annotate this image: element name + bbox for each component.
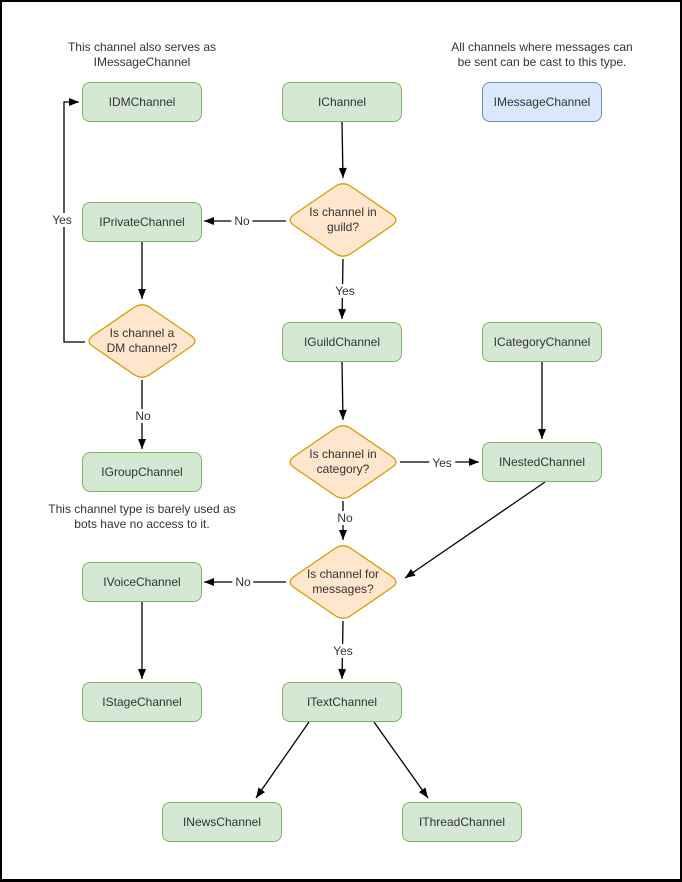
node-iguildchannel: IGuildChannel bbox=[282, 322, 402, 362]
edge-label-guild-no: No bbox=[231, 214, 253, 228]
node-igroupchannel-label: IGroupChannel bbox=[101, 465, 183, 479]
edge-label-messages-no: No bbox=[232, 575, 254, 589]
edge-label-dm-yes: Yes bbox=[49, 213, 75, 227]
node-imessagechannel-label: IMessageChannel bbox=[493, 95, 591, 109]
edge-label-category-yes: Yes bbox=[429, 456, 455, 470]
node-ivoicechannel: IVoiceChannel bbox=[82, 562, 202, 602]
node-iprivatechannel-label: IPrivateChannel bbox=[99, 215, 185, 229]
node-icategorychannel: ICategoryChannel bbox=[482, 322, 602, 362]
node-iprivatechannel: IPrivateChannel bbox=[82, 202, 202, 242]
node-imessagechannel: IMessageChannel bbox=[482, 82, 602, 122]
node-inestedchannel: INestedChannel bbox=[482, 442, 602, 482]
decision-in-guild-label: Is channel in guild? bbox=[309, 205, 377, 234]
node-ithreadchannel: IThreadChannel bbox=[402, 802, 522, 842]
note-group-channel: This channel type is barely used as bots… bbox=[48, 502, 236, 531]
edge-itextchannel-to-inewschannel bbox=[255, 721, 310, 799]
node-idmchannel-label: IDMChannel bbox=[108, 95, 176, 109]
node-icategorychannel-label: ICategoryChannel bbox=[493, 335, 591, 349]
node-istagechannel-label: IStageChannel bbox=[102, 695, 182, 709]
node-idmchannel: IDMChannel bbox=[82, 82, 202, 122]
node-inewschannel: INewsChannel bbox=[162, 802, 282, 842]
node-inewschannel-label: INewsChannel bbox=[182, 815, 262, 829]
node-inestedchannel-label: INestedChannel bbox=[498, 455, 586, 469]
edge-label-messages-yes: Yes bbox=[330, 644, 356, 658]
edge-inestedchannel-to-messages-decision bbox=[404, 481, 546, 579]
decision-in-category-label: Is channel in category? bbox=[309, 447, 377, 476]
edge-label-dm-no: No bbox=[132, 409, 154, 423]
edge-label-guild-yes: Yes bbox=[332, 284, 358, 298]
node-igroupchannel: IGroupChannel bbox=[82, 452, 202, 492]
edge-ichannel-to-guild-decision bbox=[338, 121, 347, 179]
note-message-channel: All channels where messages can be sent … bbox=[451, 40, 633, 69]
node-ithreadchannel-label: IThreadChannel bbox=[418, 815, 506, 829]
decision-is-dm-label: Is channel a DM channel? bbox=[106, 326, 178, 355]
node-itextchannel-label: ITextChannel bbox=[306, 695, 378, 709]
node-istagechannel: IStageChannel bbox=[82, 682, 202, 722]
node-iguildchannel-label: IGuildChannel bbox=[303, 335, 381, 349]
node-ivoicechannel-label: IVoiceChannel bbox=[103, 575, 181, 589]
node-ichannel-label: IChannel bbox=[317, 95, 367, 109]
edge-itextchannel-to-ithreadchannel bbox=[373, 721, 429, 799]
edge-iguildchannel-to-category-decision bbox=[338, 361, 347, 421]
node-itextchannel: ITextChannel bbox=[282, 682, 402, 722]
decision-shapes bbox=[88, 183, 397, 619]
note-dm-channel: This channel also serves as IMessageChan… bbox=[67, 40, 217, 69]
decision-for-messages-label: Is channel for messages? bbox=[306, 567, 380, 596]
edge-label-category-no: No bbox=[334, 511, 356, 525]
node-ichannel: IChannel bbox=[282, 82, 402, 122]
